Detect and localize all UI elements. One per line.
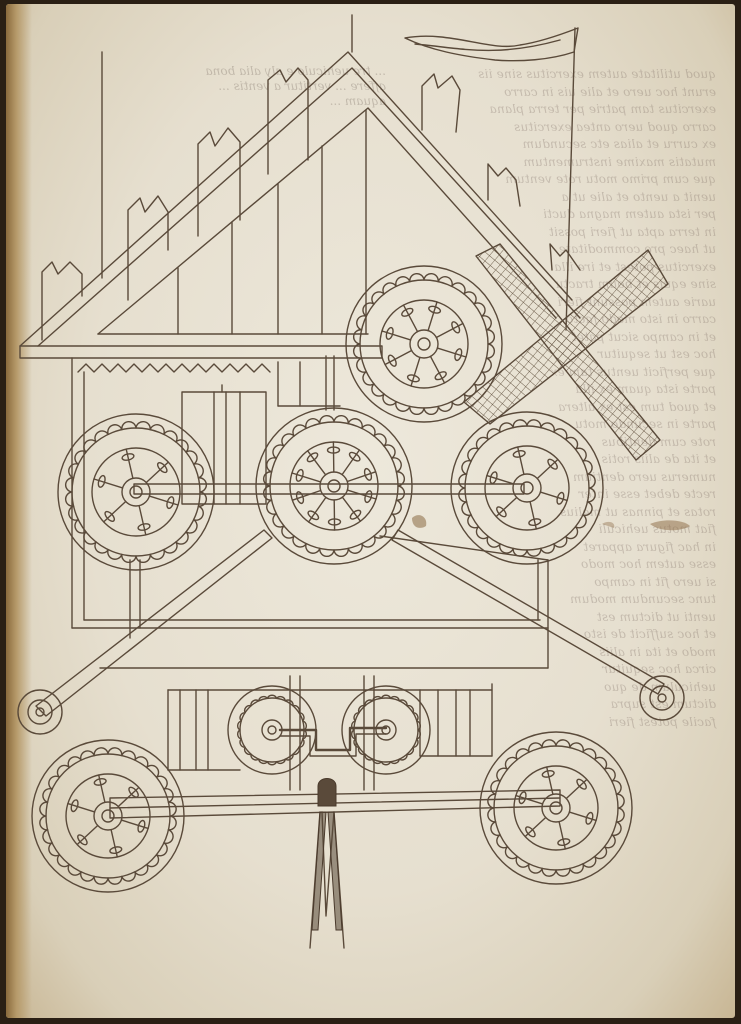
end-wheels-group: [17, 675, 685, 735]
gear-lower-left: [227, 685, 317, 775]
ink-stains: [412, 515, 690, 531]
tiller-pole: [309, 778, 345, 949]
gear-lower-right: [341, 685, 431, 775]
end-wheel-left: [17, 689, 63, 735]
wheels-group: [31, 265, 633, 893]
wheel-upper-middle: [255, 407, 413, 565]
wheel-top-gear: [345, 265, 503, 423]
wheel-lower-left: [31, 739, 185, 893]
end-wheel-right: [639, 675, 685, 721]
page-gutter: [6, 4, 32, 1018]
wheel-upper-right: [450, 411, 604, 565]
windmill-sail: [463, 243, 669, 461]
wheel-lower-right: [479, 731, 633, 885]
wheel-upper-left: [57, 413, 215, 571]
